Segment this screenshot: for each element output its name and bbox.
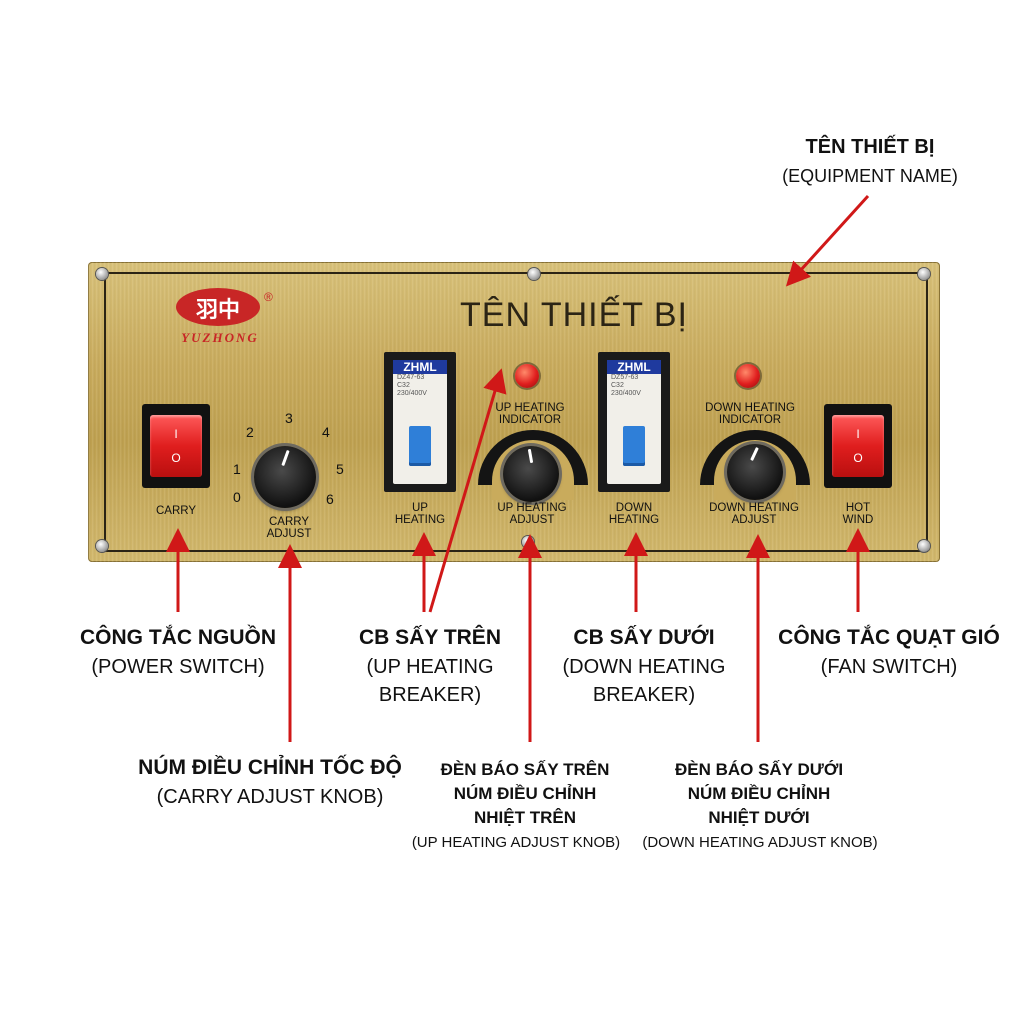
up-heating-indicator-lamp [515,364,539,388]
screw-icon [918,540,930,552]
brand-logo-text: YUZHONG [181,330,259,345]
callout-down-knob-line2: NÚM ĐIỀU CHỈNH [687,784,831,803]
callout-up-breaker-sub1: (UP HEATING [366,656,494,678]
rocker-off-mark: O [171,451,181,465]
scale-number: 4 [322,424,330,440]
hot-wind-label: HOT WIND [842,502,874,526]
screw-icon [918,268,930,280]
callout-up-knob-line3: NHIỆT TRÊN [474,808,576,827]
carry-adjust-label: CARRY ADJUST [266,516,312,540]
up-heating-label: UP HEATING [394,502,446,526]
registered-mark: ® [264,290,273,304]
callout-down-breaker-sub1: (DOWN HEATING [562,656,726,678]
up-heating-adjust-knob[interactable] [503,446,559,502]
callout-power-switch-sub: (POWER SWITCH) [91,656,265,678]
rocker-on-mark: I [856,427,860,441]
panel-title: TÊN THIẾT BỊ [460,296,689,334]
callout-carry-knob-sub: (CARRY ADJUST KNOB) [156,786,384,808]
callout-equipment-name-sub: (EQUIPMENT NAME) [782,166,958,186]
callout-power-switch-title: CÔNG TẮC NGUỒN [80,626,276,649]
callout-down-breaker-title: CB SẤY DƯỚI [573,626,715,649]
up-heating-adjust-label: UP HEATING ADJUST [497,502,567,526]
callout-fan-switch-title: CÔNG TẮC QUẠT GIÓ [778,626,1000,649]
callout-fan-switch-sub: (FAN SWITCH) [820,656,958,678]
down-heating-indicator-label: DOWN HEATING INDICATOR [705,402,795,426]
breaker-toggle-icon [623,426,645,466]
callout-up-knob-sub: (UP HEATING ADJUST KNOB) [411,834,621,851]
power-switch[interactable]: I O [142,404,210,488]
breaker-brand: ZHML [607,360,661,374]
callout-equipment-name-title: TÊN THIẾT BỊ [805,136,935,158]
callout-up-knob-line1: ĐÈN BÁO SẤY TRÊN [440,760,610,779]
down-heating-adjust-knob[interactable] [727,444,783,500]
callout-carry-knob-title: NÚM ĐIỀU CHỈNH TỐC ĐỘ [138,756,402,779]
callout-up-breaker-title: CB SẤY TRÊN [359,626,501,649]
rocker-off-mark: O [853,451,863,465]
down-heating-adjust-label: DOWN HEATING ADJUST [709,502,799,526]
up-heating-indicator-label: UP HEATING INDICATOR [495,402,565,426]
down-heating-indicator-lamp [736,364,760,388]
scale-number: 1 [233,461,241,477]
screw-icon [96,268,108,280]
screw-icon [96,540,108,552]
callout-down-breaker-sub2: BREAKER) [592,684,696,706]
callout-down-knob-line1: ĐÈN BÁO SẤY DƯỚI [674,760,844,779]
scale-number: 3 [285,410,293,426]
breaker-toggle-icon [409,426,431,466]
arrow-equipment-name [785,194,870,287]
scale-number: 0 [233,489,241,505]
down-heating-label: DOWN HEATING [608,502,660,526]
screw-icon [528,268,540,280]
scale-number: 2 [246,424,254,440]
scale-number: 6 [326,491,334,507]
carry-adjust-knob[interactable] [254,446,316,508]
brand-logo-chars: 羽中 [195,297,240,323]
breaker-brand: ZHML [393,360,447,374]
brand-logo [176,288,260,326]
callout-down-knob-sub: (DOWN HEATING ADJUST KNOB) [642,834,878,851]
scale-number: 5 [336,461,344,477]
fan-switch[interactable]: I O [824,404,892,488]
carry-label: CARRY [155,505,197,517]
callout-up-knob-line2: NÚM ĐIỀU CHỈNH [453,784,597,803]
callout-up-breaker-sub2: BREAKER) [378,684,482,706]
panel-border [104,272,928,552]
arrow-up-lamp [428,368,507,613]
callout-down-knob-line3: NHIỆT DƯỚI [708,808,810,827]
rocker-on-mark: I [174,427,178,441]
